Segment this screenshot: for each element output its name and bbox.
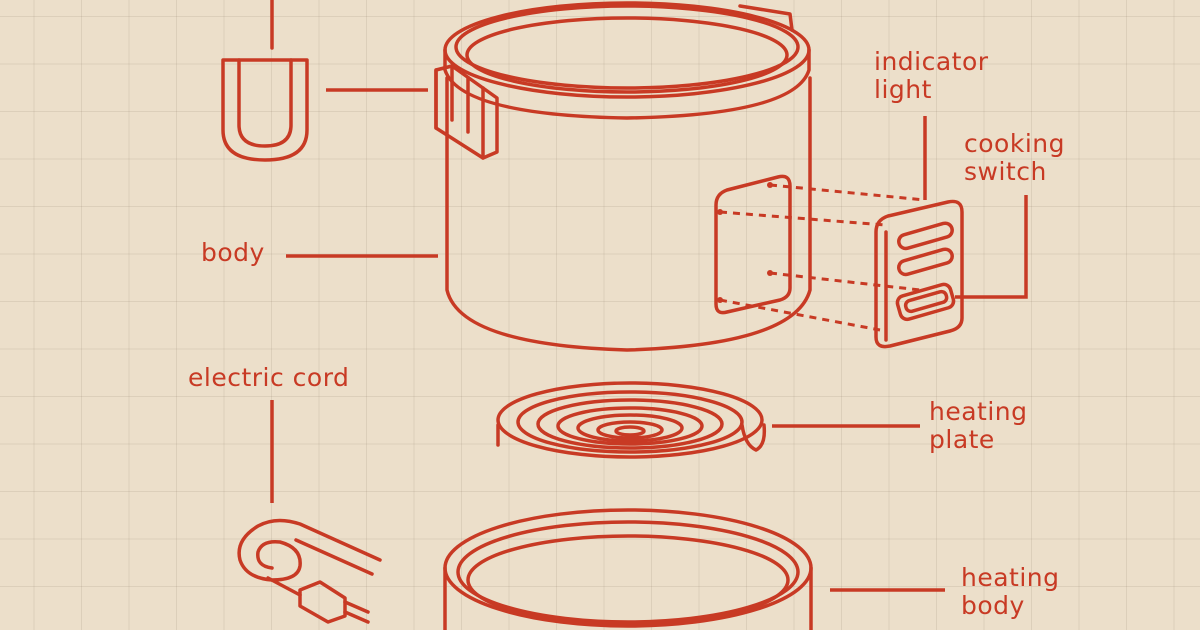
label-heating-plate-line1: heating [929, 397, 1028, 426]
label-cooking-switch: cooking switch [964, 130, 1065, 186]
label-indicator-light-line1: indicator [874, 47, 989, 76]
label-indicator-light: indicator light [874, 48, 989, 104]
electric-cord-plug-icon [237, 518, 382, 624]
label-body-text: body [201, 238, 265, 267]
assembly-guide-lines [719, 183, 926, 332]
label-cooking-switch-line1: cooking [964, 129, 1065, 158]
handle-icon [221, 0, 309, 162]
label-body: body [201, 239, 265, 267]
label-electric-cord: electric cord [188, 364, 349, 392]
label-heating-body: heating body [961, 564, 1060, 620]
label-cooking-switch-line2: switch [964, 157, 1047, 186]
label-electric-cord-text: electric cord [188, 363, 350, 392]
label-indicator-light-line2: light [874, 75, 932, 104]
pot-body-icon [434, 1, 812, 352]
heating-body-base-icon [443, 508, 813, 630]
control-panel-icon [874, 199, 964, 349]
cooking-switch-leader-line [955, 195, 1028, 299]
heating-plate-coil-icon [496, 381, 767, 459]
label-heating-plate: heating plate [929, 398, 1028, 454]
label-heating-body-line1: heating [961, 563, 1060, 592]
label-heating-plate-line2: plate [929, 425, 995, 454]
label-heating-body-line2: body [961, 591, 1025, 620]
